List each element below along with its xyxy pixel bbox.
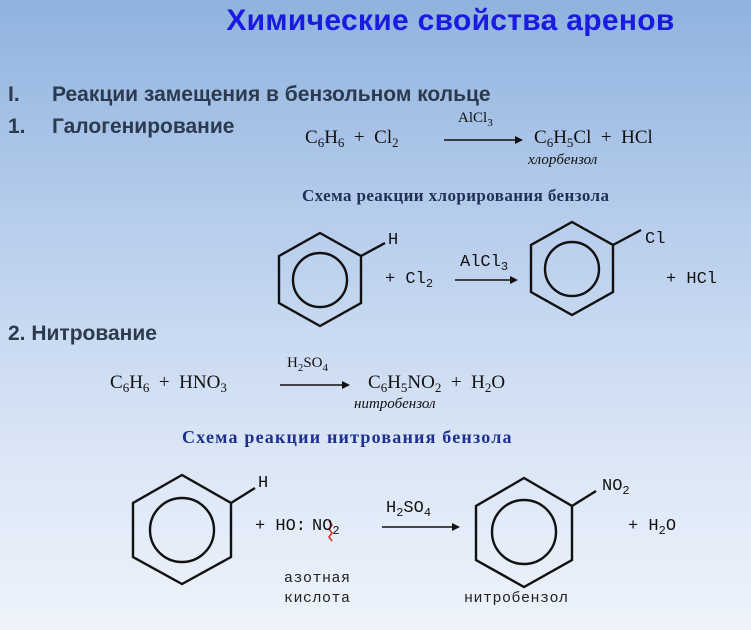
scheme2-byproduct: + H2O <box>628 517 677 538</box>
nitration-equation-right: C6H5NO2 + H2O <box>368 372 506 395</box>
item-nitration: 2. Нитрование <box>8 322 157 345</box>
chlorination-equation-right: C6H5Cl + HCl <box>534 127 653 150</box>
item1-number: 1. <box>8 115 26 138</box>
section-numeral: I. <box>8 83 20 106</box>
chlorobenzene-caption: хлорбензол <box>528 152 598 168</box>
benzene-ring-icon <box>131 473 256 586</box>
chlorobenzene-ring-icon <box>529 220 642 317</box>
nitrobenzene-scheme-label: нитробензол <box>464 590 569 607</box>
chlorination-catalyst: AlCl3 <box>458 110 493 129</box>
acid-label-line1: азотная <box>284 570 351 587</box>
section-text: Реакции замещения в бензольном кольце <box>52 83 491 106</box>
item-halogenation: 1. Галогенирование <box>8 115 234 139</box>
scheme1-reagent: + Cl2 <box>385 270 434 291</box>
scheme2-no2-label: NO2 <box>602 477 630 498</box>
nitration-catalyst: H2SO4 <box>287 355 329 374</box>
nitrobenzene-caption: нитробензол <box>354 396 436 412</box>
scheme2-reagent: + HO:NO2 <box>255 517 340 538</box>
chlorination-equation-left: C6H6 + Cl2 <box>305 127 399 150</box>
chlorination-scheme-title: Схема реакции хлорирования бензола <box>302 186 610 205</box>
scheme1-h-label: H <box>388 231 399 250</box>
scheme2-h-label: H <box>258 474 269 493</box>
benzene-ring-icon <box>277 231 386 328</box>
acid-label-line2: кислота <box>284 590 351 607</box>
section-heading: I. Реакции замещения в бензольном кольце <box>8 83 491 107</box>
bond-break-mark <box>328 520 333 542</box>
nitration-scheme-title: Схема реакции нитрования бензола <box>182 427 513 447</box>
scheme2-catalyst: H2SO4 <box>386 499 432 520</box>
scheme1-cl-label: Cl <box>645 230 666 249</box>
scheme1-catalyst: AlCl3 <box>460 253 509 274</box>
page-title: Химические свойства аренов <box>226 4 675 37</box>
item1-text: Галогенирование <box>52 115 235 138</box>
scheme1-byproduct: + HCl <box>666 270 718 289</box>
nitrobenzene-ring-icon <box>474 476 597 589</box>
nitration-equation-left: C6H6 + HNO3 <box>110 372 227 395</box>
